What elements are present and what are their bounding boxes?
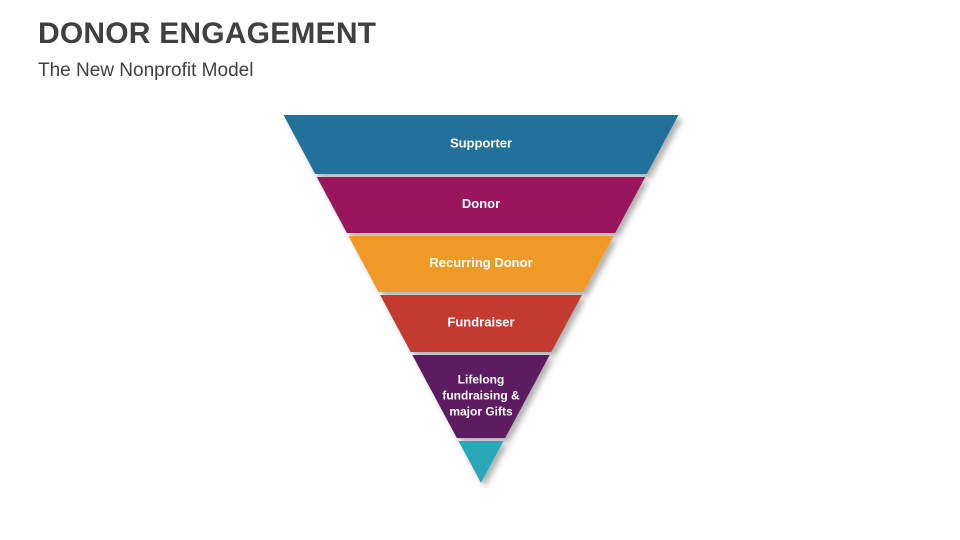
funnel-band[interactable] [458,441,504,483]
funnel-band[interactable] [412,355,550,438]
funnel-band-label: Recurring Donor [429,255,532,270]
title-block: DONOR ENGAGEMENT The New Nonprofit Model [38,17,738,82]
funnel-band-label: Donor [462,196,500,211]
funnel-band[interactable] [348,236,614,292]
funnel-band-label: Supporter [450,136,512,151]
funnel-bands [283,115,679,483]
page-title: DONOR ENGAGEMENT [38,17,377,50]
funnel-band[interactable] [283,115,679,174]
funnel-band[interactable] [380,295,582,352]
funnel-band[interactable] [316,177,646,233]
funnel-band-label: Fundraiser [447,315,514,330]
page-subtitle: The New Nonprofit Model [38,59,254,81]
